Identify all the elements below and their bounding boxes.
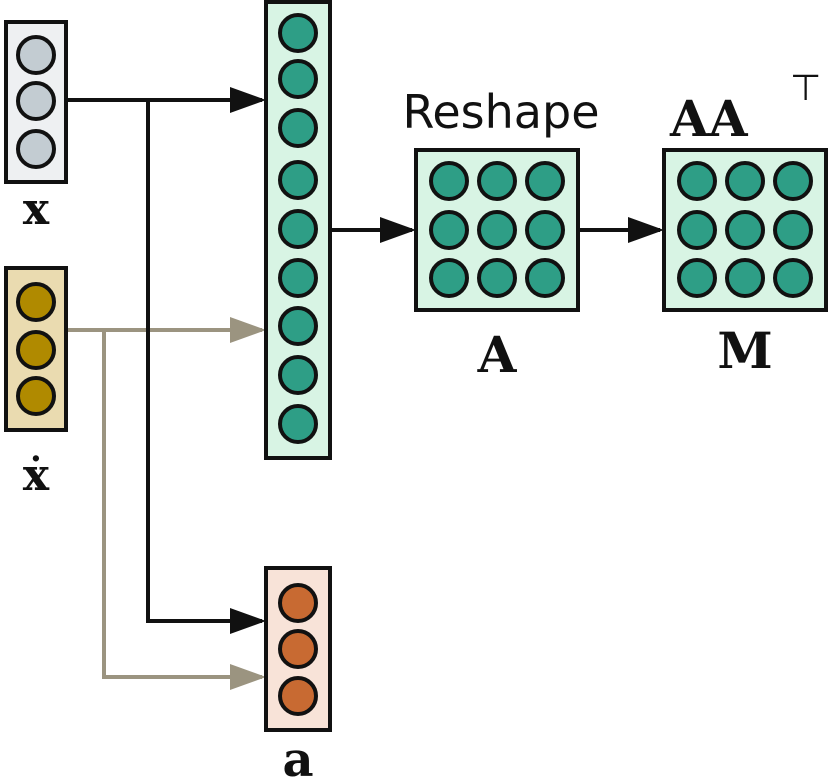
matrix-node <box>725 258 765 298</box>
neuron-node <box>16 35 56 75</box>
matrix-node <box>677 258 717 298</box>
arrowhead-x-to-a <box>230 608 266 634</box>
matrix-node <box>525 161 565 201</box>
matrix-node <box>773 258 813 298</box>
matrix-node <box>477 161 517 201</box>
matrix-node <box>525 258 565 298</box>
neuron-node <box>278 676 318 716</box>
label-A: A <box>477 325 518 384</box>
label-xdot: ẋ <box>23 450 50 501</box>
matrix-node <box>525 210 565 250</box>
arrowhead-xdot-to-a <box>230 664 266 690</box>
neuron-node <box>278 629 318 669</box>
arrowhead-hidden-to-A <box>380 217 416 243</box>
label-a: a <box>282 732 313 780</box>
neuron-node <box>278 306 318 346</box>
matrix-M-nodes <box>677 161 813 298</box>
label-M: M <box>717 321 772 380</box>
matrix-node <box>477 210 517 250</box>
matrix-node <box>677 161 717 201</box>
matrix-node <box>429 258 469 298</box>
neuron-node <box>278 355 318 395</box>
x-input-layer <box>4 20 68 184</box>
label-AAT-sup: ⊤ <box>790 68 821 109</box>
neuron-node <box>16 129 56 169</box>
matrix-A <box>414 148 580 312</box>
label-reshape: Reshape <box>402 85 599 139</box>
neuron-node <box>278 583 318 623</box>
matrix-node <box>773 210 813 250</box>
matrix-node <box>429 210 469 250</box>
matrix-node <box>725 161 765 201</box>
hidden-nodes <box>278 13 318 444</box>
matrix-M <box>662 148 828 312</box>
x-nodes <box>16 35 56 169</box>
arrowhead-xdot-to-hidden <box>230 317 266 343</box>
neuron-node <box>278 404 318 444</box>
neuron-node <box>278 258 318 298</box>
arrowhead-A-to-M <box>628 217 664 243</box>
matrix-A-nodes <box>429 161 565 298</box>
hidden-layer <box>264 0 332 460</box>
arrow-x-to-a <box>146 100 262 623</box>
neuron-node <box>16 81 56 121</box>
neuron-node <box>278 108 318 148</box>
neuron-node <box>278 59 318 99</box>
matrix-node <box>725 210 765 250</box>
matrix-node <box>429 161 469 201</box>
matrix-node <box>773 161 813 201</box>
label-x: x <box>23 184 50 235</box>
a-output-layer <box>264 566 332 732</box>
matrix-node <box>677 210 717 250</box>
neuron-node <box>16 282 56 322</box>
neuron-node <box>278 209 318 249</box>
label-AAT: AA <box>669 89 749 148</box>
arrowhead-x-to-hidden <box>230 87 266 113</box>
neuron-node <box>278 160 318 200</box>
connectors <box>66 87 664 690</box>
neuron-node <box>16 330 56 370</box>
xdot-nodes <box>16 282 56 416</box>
neuron-node <box>278 13 318 53</box>
neuron-node <box>16 376 56 416</box>
a-nodes <box>278 583 318 716</box>
matrix-node <box>477 258 517 298</box>
xdot-input-layer <box>4 266 68 432</box>
